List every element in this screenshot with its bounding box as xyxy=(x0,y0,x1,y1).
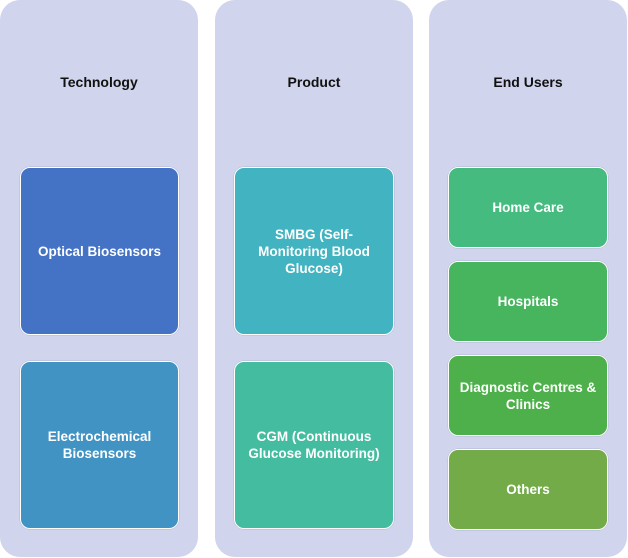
column-header-end-users: End Users xyxy=(493,74,563,90)
box-optical-biosensors: Optical Biosensors xyxy=(20,167,179,335)
box-others: Others xyxy=(448,449,608,530)
column-end-users: End Users Home Care Hospitals Diagnostic… xyxy=(429,0,627,557)
column-header-product: Product xyxy=(287,74,341,90)
column-header-technology: Technology xyxy=(60,74,138,90)
box-cgm: CGM (Continuous Glucose Monitoring) xyxy=(234,361,394,529)
box-diagnostic-centres-clinics: Diagnostic Centres & Clinics xyxy=(448,355,608,436)
box-home-care: Home Care xyxy=(448,167,608,248)
column-product: Product SMBG (Self-Monitoring Blood Gluc… xyxy=(215,0,413,557)
column-technology: Technology Optical Biosensors Electroche… xyxy=(0,0,198,557)
box-electrochemical-biosensors: Electrochemical Biosensors xyxy=(20,361,179,529)
box-smbg: SMBG (Self-Monitoring Blood Glucose) xyxy=(234,167,394,335)
box-hospitals: Hospitals xyxy=(448,261,608,342)
